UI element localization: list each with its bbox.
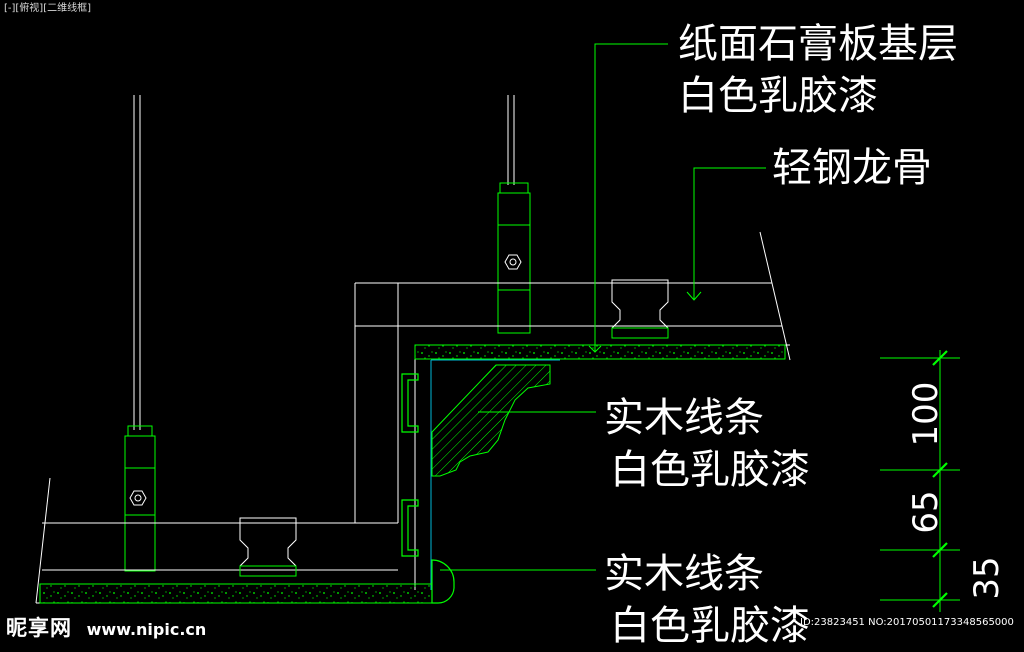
watermark: 昵享网 www.nipic.cn [6, 612, 206, 642]
callout-wood-molding-upper-line1: 实木线条 [604, 395, 764, 441]
callout-wood-molding-upper-line2: 白色乳胶漆 [610, 447, 810, 493]
callout-gypsum-board-line1: 纸面石膏板基层 [678, 21, 958, 67]
vertical-drop-finish [430, 359, 560, 590]
wood-molding-upper [431, 364, 551, 477]
hanger-bracket-lower [124, 425, 156, 572]
callout-wood-molding-lower-line2: 白色乳胶漆 [610, 603, 810, 649]
hanger-rod-right [507, 95, 515, 185]
light-steel-keel-lower [239, 517, 297, 577]
callout-gypsum-board: 纸面石膏板基层 白色乳胶漆 [678, 18, 958, 122]
hanger-rod-left [133, 95, 141, 430]
keel-clip-vertical-upper [401, 373, 419, 433]
callout-wood-molding-lower-line1: 实木线条 [604, 551, 764, 597]
viewport-label[interactable]: [-][俯视][二维线框] [4, 3, 92, 14]
leader-gypsum-board [588, 43, 668, 353]
hanger-bracket-upper [497, 182, 531, 334]
watermark-url: www.nipic.cn [86, 620, 207, 639]
dimension-35: 35 [967, 556, 1007, 599]
gypsum-board-layer-upper [414, 344, 786, 360]
callout-gypsum-board-line2: 白色乳胶漆 [678, 73, 878, 119]
light-steel-keel-upper [611, 279, 669, 339]
callout-light-steel-keel: 轻钢龙骨 [772, 142, 932, 194]
callout-wood-molding-upper: 实木线条 白色乳胶漆 [604, 392, 810, 496]
dimension-chain [880, 350, 960, 612]
callout-light-steel-keel-line1: 轻钢龙骨 [772, 145, 932, 191]
dimension-100: 100 [906, 382, 946, 447]
dimension-65: 65 [906, 490, 946, 533]
wood-molding-lower [431, 559, 455, 604]
gypsum-board-layer-lower [39, 583, 433, 604]
keel-clip-vertical-lower [401, 499, 419, 557]
image-id: ID:23823451 NO:20170501173348565000 [800, 617, 1014, 628]
watermark-logo: 昵享网 [6, 616, 72, 640]
leader-light-steel-keel [686, 167, 766, 301]
callout-wood-molding-lower: 实木线条 白色乳胶漆 [604, 548, 810, 652]
